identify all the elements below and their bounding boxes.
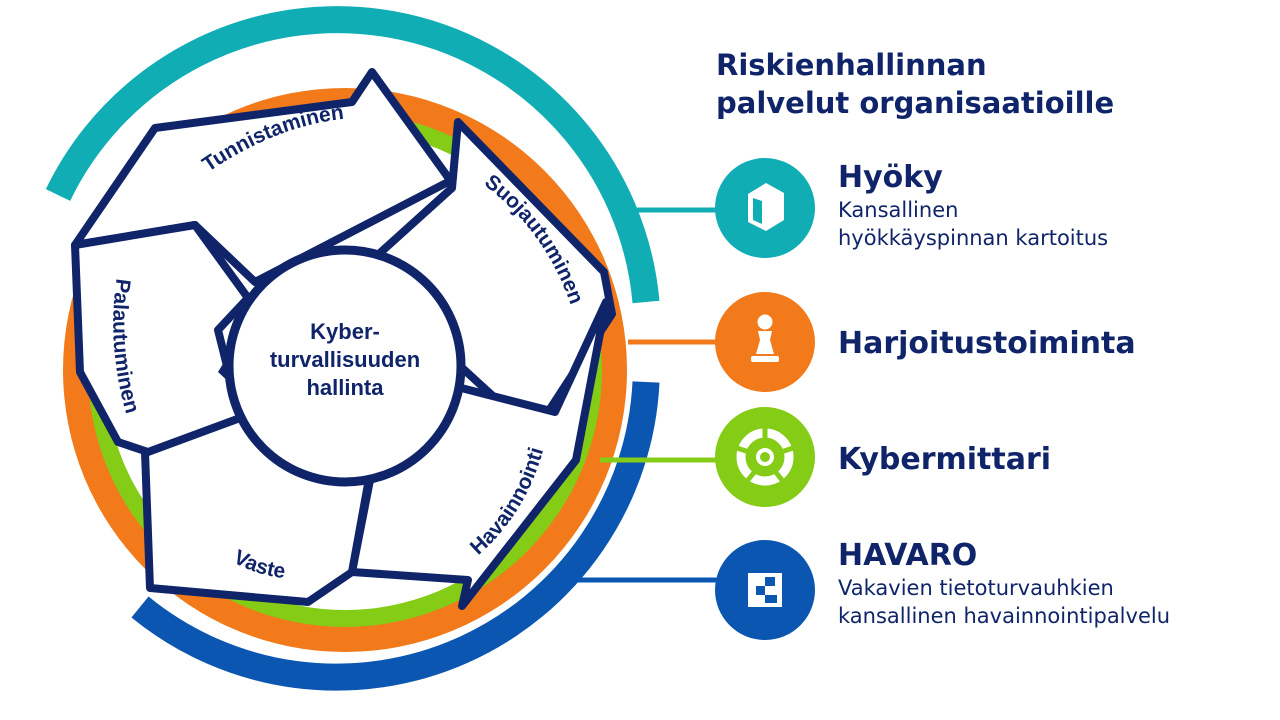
service-havaro: HAVARO Vakavien tietoturvauhkien kansall… xyxy=(838,538,1170,630)
services-heading-line1: Riskienhallinnan xyxy=(716,48,987,82)
meter-ring-icon xyxy=(736,426,794,486)
service-description: Vakavien tietoturvauhkien kansallinen ha… xyxy=(838,574,1170,630)
services-heading-line2: palvelut organisaatioille xyxy=(716,86,1115,120)
service-icon-harjoitustoiminta xyxy=(715,292,815,392)
hub-circle xyxy=(224,245,466,487)
service-icon-havaro xyxy=(715,540,815,640)
service-description-line2: kansallinen havainnointipalvelu xyxy=(838,604,1171,628)
blue-arc xyxy=(131,381,660,691)
service-description-line1: Vakavien tietoturvauhkien xyxy=(838,576,1114,600)
arrow-palautuminen xyxy=(71,221,252,456)
squares-icon xyxy=(748,573,782,607)
services-heading: Riskienhallinnan palvelut organisaatioil… xyxy=(716,46,1114,122)
service-icon-kybermittari xyxy=(715,407,815,507)
service-name: Harjoitustoiminta xyxy=(838,326,1136,361)
chess-pawn-icon xyxy=(751,314,779,362)
cube-icon xyxy=(748,183,784,231)
service-hyoky: Hyöky Kansallinen hyökkäyspinnan kartoit… xyxy=(838,160,1108,252)
service-description-line1: Kansallinen xyxy=(838,198,959,222)
center-label-line2: turvallisuuden xyxy=(270,347,420,372)
teal-arc xyxy=(45,6,660,304)
service-name: Kybermittari xyxy=(838,442,1052,477)
service-harjoitustoiminta: Harjoitustoiminta xyxy=(838,326,1136,362)
service-icon-hyoky xyxy=(715,158,815,258)
service-description-line2: hyökkäyspinnan kartoitus xyxy=(838,226,1109,250)
service-name: HAVARO xyxy=(838,538,978,573)
center-label-line3: hallinta xyxy=(306,375,384,400)
service-name: Hyöky xyxy=(838,160,943,195)
service-description: Kansallinen hyökkäyspinnan kartoitus xyxy=(838,196,1108,252)
service-kybermittari: Kybermittari xyxy=(838,442,1051,478)
center-label-line1: Kyber- xyxy=(310,319,380,344)
